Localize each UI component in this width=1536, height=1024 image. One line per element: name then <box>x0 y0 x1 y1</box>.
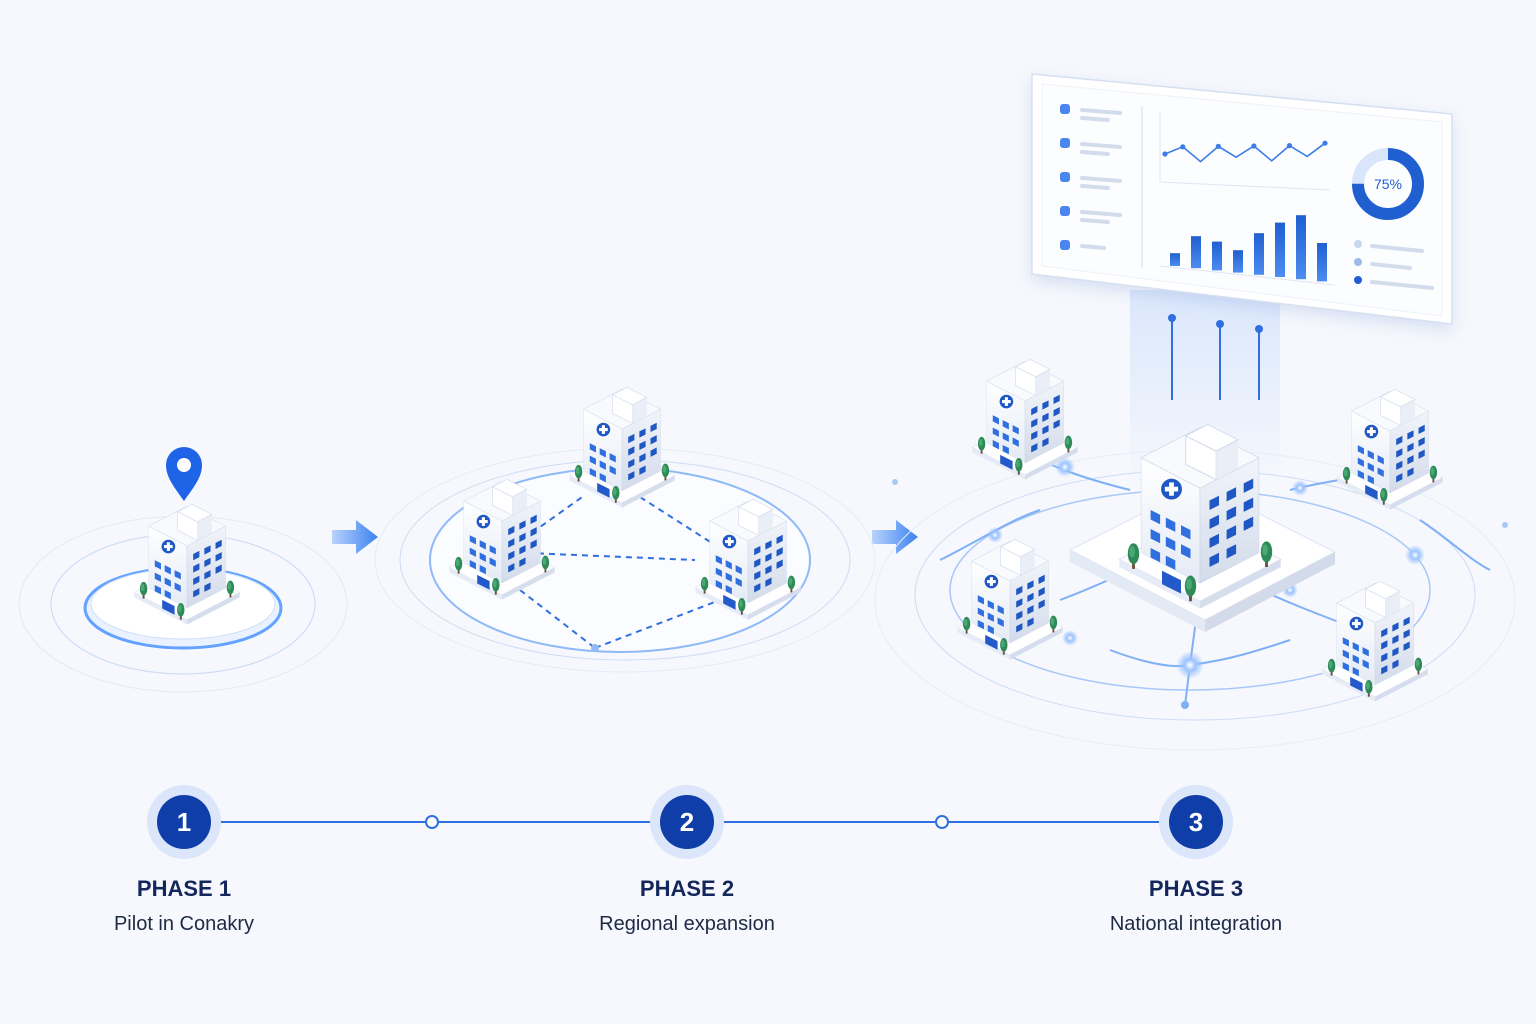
donut-percent-label: 75% <box>1374 176 1402 192</box>
dashboard-bar <box>1317 243 1327 281</box>
line-point <box>1322 141 1327 146</box>
dashboard-bar <box>1254 233 1264 275</box>
timeline-midpoint <box>936 816 948 828</box>
phase-subtitle: Pilot in Conakry <box>114 913 254 935</box>
line-point <box>1162 151 1167 156</box>
dashboard-bar <box>1191 236 1201 268</box>
dashboard-bar <box>1212 242 1222 271</box>
phase-title: PHASE 3 <box>1149 876 1243 901</box>
phase-2-step: 2 PHASE 2 Regional expansion <box>599 785 775 935</box>
phase-number: 1 <box>177 807 191 837</box>
line-point <box>1251 143 1256 148</box>
dashboard-bar <box>1296 215 1306 279</box>
phase-title: PHASE 1 <box>137 876 231 901</box>
phase-number: 2 <box>680 807 694 837</box>
timeline-midpoint <box>426 816 438 828</box>
hospital-icon <box>957 539 1062 659</box>
line-point <box>1287 143 1292 148</box>
phase-1-step: 1 PHASE 1 Pilot in Conakry <box>114 785 254 935</box>
line-point <box>1216 144 1221 149</box>
arrow-right-icon <box>332 520 378 554</box>
phase-1-scene <box>19 447 347 692</box>
location-pin-icon <box>166 447 202 501</box>
phase-subtitle: Regional expansion <box>599 913 775 935</box>
phase-subtitle: National integration <box>1110 913 1282 935</box>
dashboard-bar <box>1170 253 1180 266</box>
dashboard-bar <box>1233 250 1243 272</box>
phase-3-step: 3 PHASE 3 National integration <box>1110 785 1282 935</box>
phase-2-scene <box>375 387 875 672</box>
phase-number: 3 <box>1189 807 1203 837</box>
phase-timeline: 1 PHASE 1 Pilot in Conakry 2 PHASE 2 Reg… <box>114 785 1282 935</box>
arrow-right-icon <box>872 520 918 554</box>
phase-3-scene: 75% <box>875 74 1515 750</box>
line-point <box>1180 144 1185 149</box>
hospital-icon <box>1322 581 1427 701</box>
phase-title: PHASE 2 <box>640 876 734 901</box>
dashboard-bar <box>1275 223 1285 277</box>
